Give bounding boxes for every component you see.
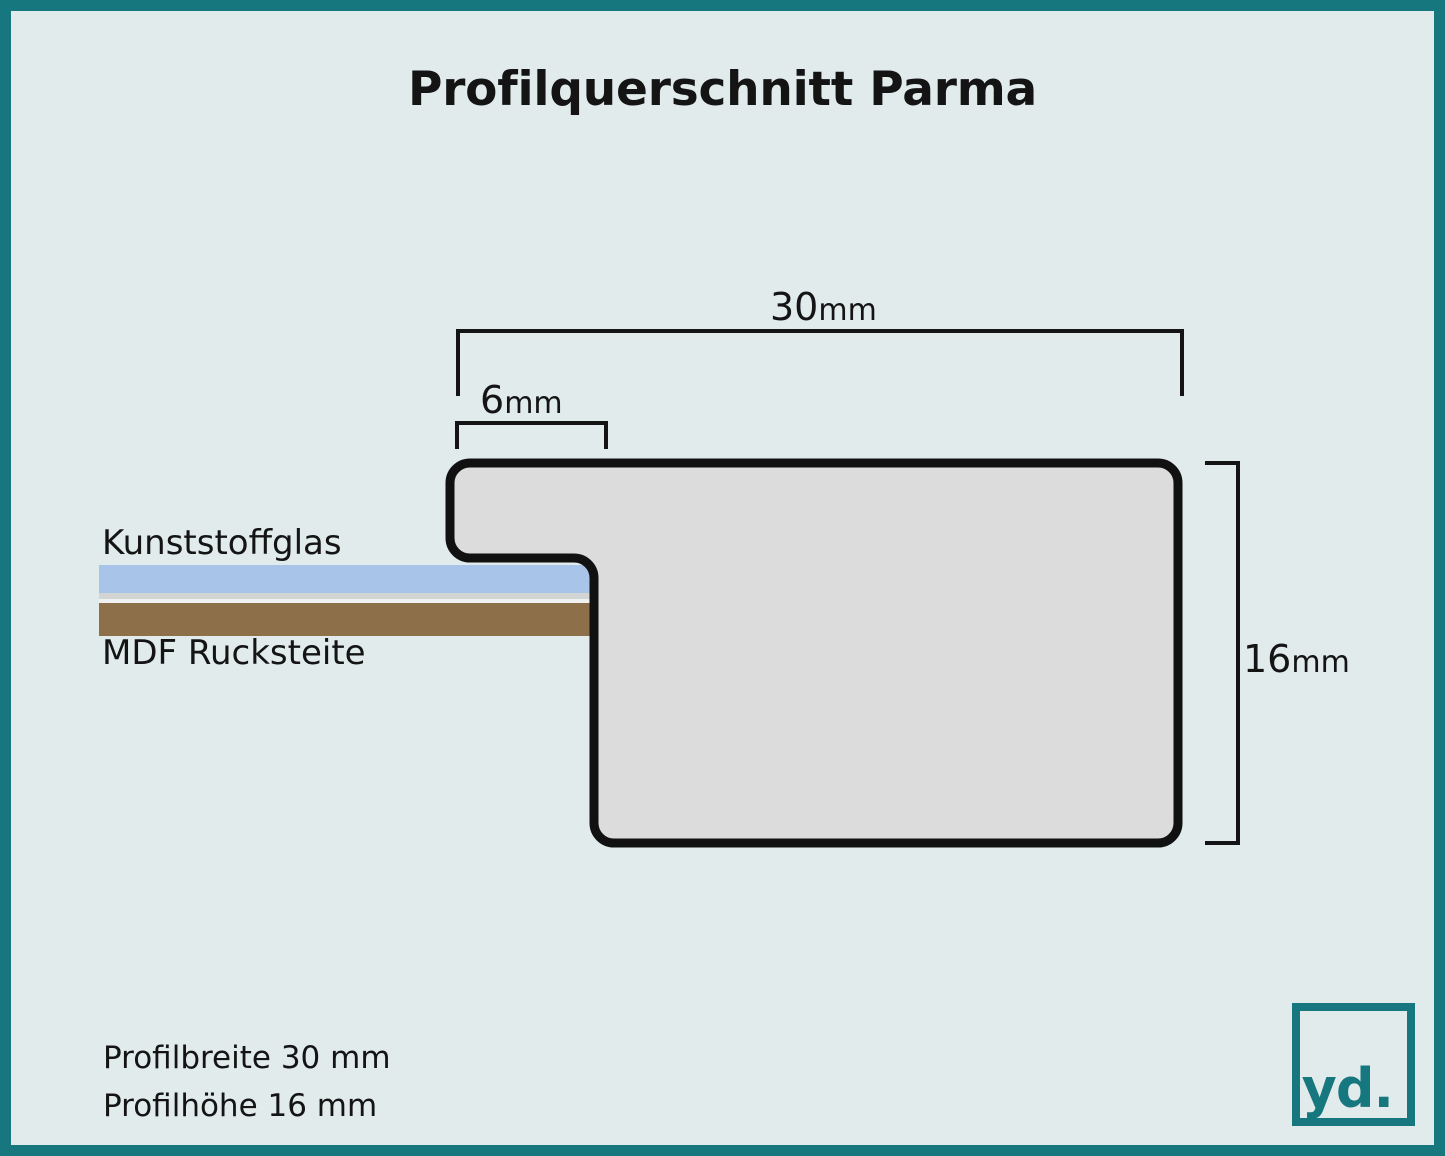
spec-profile-height: Profilhöhe 16 mm [103, 1088, 378, 1124]
yd-logo-text: yd. [1301, 1057, 1394, 1120]
layer-gap [99, 593, 591, 602]
dimension-bracket-height-16mm [1205, 461, 1240, 845]
dimension-label-height: 16mm [1243, 637, 1350, 681]
spec-profile-width: Profilbreite 30 mm [103, 1040, 391, 1076]
dimension-width-unit: mm [818, 293, 877, 328]
yd-logo: yd. [1292, 1003, 1415, 1126]
layer-kunststoffglas [99, 565, 591, 593]
dimension-rebate-unit: mm [504, 386, 563, 421]
page-title: Profilquerschnitt Parma [407, 62, 1038, 117]
dimension-label-rebate: 6mm [480, 378, 563, 422]
layer-gap-highlight [99, 599, 591, 603]
dimension-height-unit: mm [1291, 645, 1350, 680]
layer-mdf-rucksteite [99, 603, 591, 636]
dimension-width-value: 30 [770, 285, 819, 329]
dimension-bracket-width-30mm [456, 329, 1184, 396]
dimension-bracket-rebate-6mm [455, 421, 608, 449]
frame-profile-shape [445, 458, 1183, 848]
layer-label-mdf-rucksteite: MDF Rucksteite [102, 633, 366, 673]
dimension-rebate-value: 6 [480, 378, 505, 422]
layer-label-kunststoffglas: Kunststoffglas [102, 523, 342, 563]
dimension-height-value: 16 [1243, 637, 1292, 681]
profile-specifications: Profilbreite 30 mm Profilhöhe 16 mm [103, 1034, 391, 1130]
dimension-label-width: 30mm [770, 285, 877, 329]
